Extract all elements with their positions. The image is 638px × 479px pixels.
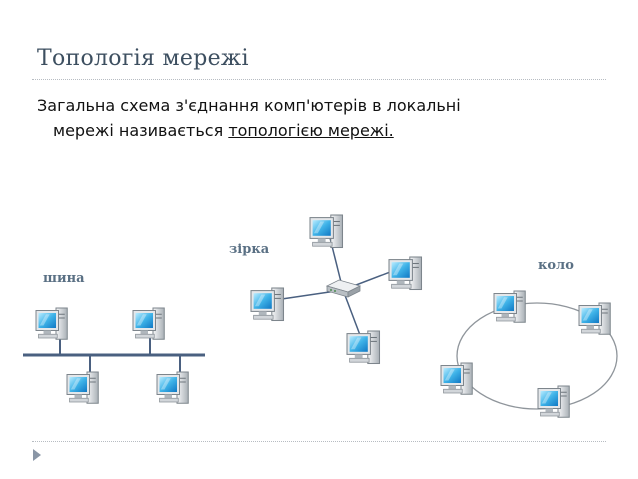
title-divider bbox=[32, 79, 606, 80]
footer-divider bbox=[32, 441, 606, 442]
body-line-2-prefix: мережі називається bbox=[53, 121, 229, 140]
body-line-2: мережі називається топологією мережі. bbox=[37, 118, 557, 143]
ring-link bbox=[456, 302, 618, 410]
star-link bbox=[342, 289, 361, 336]
computer-icon bbox=[35, 307, 68, 340]
computer-icon bbox=[537, 385, 570, 418]
slide-body: Загальна схема з'єднання комп'ютерів в л… bbox=[37, 93, 557, 143]
topology-term: топологією мережі. bbox=[228, 121, 394, 140]
computer-icon bbox=[132, 307, 165, 340]
bus-topology bbox=[23, 307, 205, 404]
ring-topology-label: коло bbox=[538, 258, 574, 273]
computer-icon bbox=[66, 371, 99, 404]
star-topology bbox=[250, 214, 423, 365]
computer-icon bbox=[493, 290, 526, 323]
ring-topology bbox=[440, 290, 618, 418]
computer-icon bbox=[156, 371, 189, 404]
computer-icon bbox=[309, 214, 344, 249]
triangle-bullet-icon bbox=[33, 449, 41, 461]
network-hub-icon bbox=[325, 279, 362, 298]
computer-icon bbox=[250, 287, 285, 322]
computer-icon bbox=[578, 302, 611, 335]
slide-title: Топологія мережі bbox=[37, 46, 249, 71]
computer-icon bbox=[388, 256, 423, 291]
star-topology-label: зірка bbox=[229, 242, 270, 257]
body-line-1: Загальна схема з'єднання комп'ютерів в л… bbox=[37, 96, 461, 115]
computer-icon bbox=[440, 362, 473, 395]
computer-icon bbox=[346, 330, 381, 365]
bus-topology-label: шина bbox=[43, 271, 85, 286]
